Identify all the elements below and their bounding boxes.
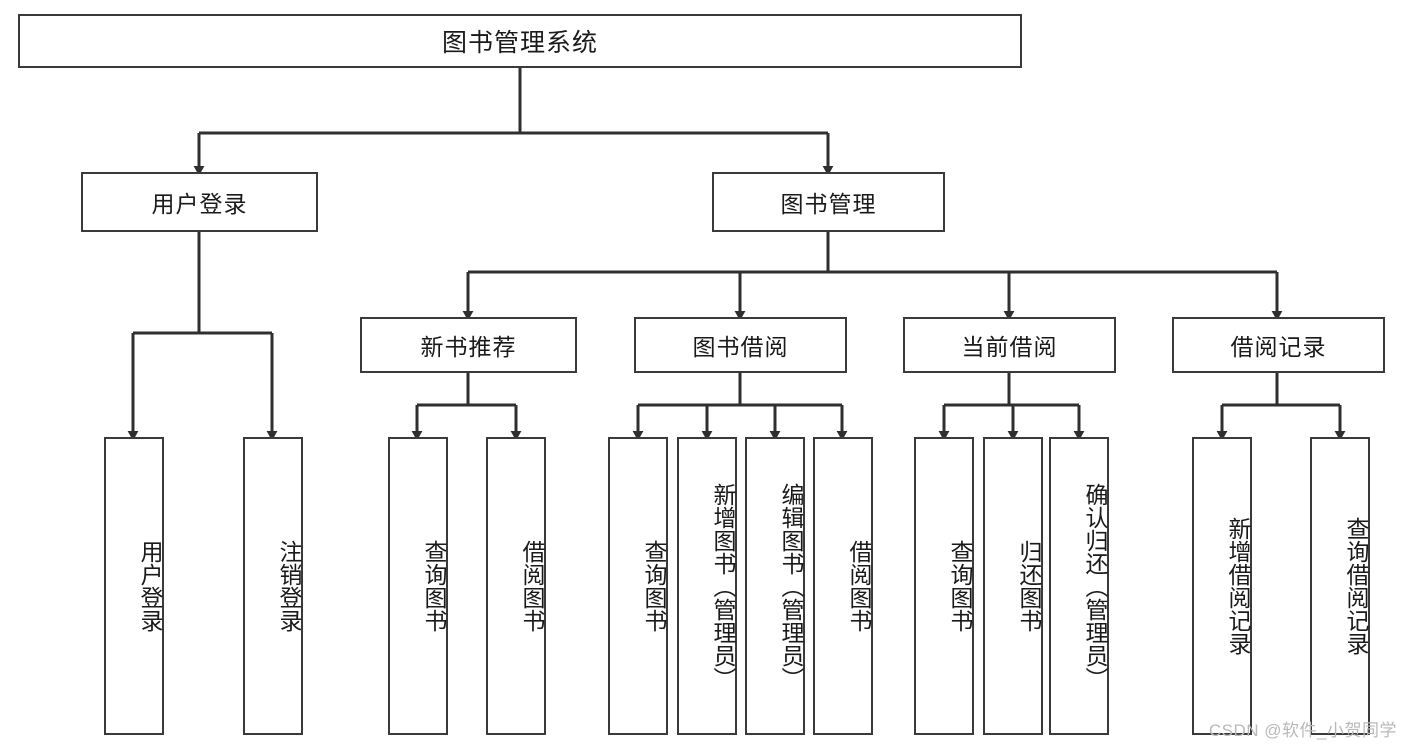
leaf-borrow-query-book[interactable]: 查询图书 [608,437,668,735]
leaf-new-book-borrow[interactable]: 借阅图书 [486,437,546,735]
node-new-book-recommend-label: 新书推荐 [420,334,517,360]
leaf-borrow-borrow-book-label: 借阅图书 [846,540,872,632]
node-book-management[interactable]: 图书管理 [712,172,945,232]
node-root-system-label: 图书管理系统 [441,29,598,57]
leaf-borrow-add-book-label: 新增图书（管理员） [710,482,736,690]
leaf-borrow-query-book-label: 查询图书 [641,540,667,632]
leaf-user-login-logout-label: 注销登录 [276,540,302,632]
node-current-borrow[interactable]: 当前借阅 [903,317,1116,373]
node-book-borrow[interactable]: 图书借阅 [634,317,847,373]
node-new-book-recommend[interactable]: 新书推荐 [360,317,577,373]
leaf-user-login-logout[interactable]: 注销登录 [243,437,303,735]
node-book-management-label: 图书管理 [780,191,877,217]
leaf-current-return-book[interactable]: 归还图书 [983,437,1043,735]
leaf-borrow-add-book[interactable]: 新增图书（管理员） [677,437,737,735]
leaf-records-query-record[interactable]: 查询借阅记录 [1310,437,1370,735]
leaf-current-query-book[interactable]: 查询图书 [914,437,974,735]
leaf-current-query-book-label: 查询图书 [947,540,973,632]
node-current-borrow-label: 当前借阅 [961,334,1058,360]
leaf-borrow-edit-book[interactable]: 编辑图书（管理员） [745,437,805,735]
node-book-borrow-label: 图书借阅 [692,334,789,360]
watermark: CSDN @软件_小贺同学 [1208,721,1397,740]
node-user-login-label: 用户登录 [151,191,248,217]
leaf-borrow-edit-book-label: 编辑图书（管理员） [778,482,804,690]
leaf-records-query-record-label: 查询借阅记录 [1343,517,1369,655]
node-root-system[interactable]: 图书管理系统 [18,14,1022,68]
leaf-new-book-borrow-label: 借阅图书 [519,540,545,632]
leaf-current-confirm-return-label: 确认归还（管理员） [1082,482,1108,690]
leaf-current-return-book-label: 归还图书 [1016,540,1042,632]
leaf-user-login-login[interactable]: 用户登录 [104,437,164,735]
leaf-user-login-login-label: 用户登录 [137,540,163,632]
leaf-new-book-query-label: 查询图书 [421,540,447,632]
node-borrow-records-label: 借阅记录 [1230,334,1327,360]
leaf-current-confirm-return[interactable]: 确认归还（管理员） [1049,437,1109,735]
leaf-records-add-record[interactable]: 新增借阅记录 [1192,437,1252,735]
node-borrow-records[interactable]: 借阅记录 [1172,317,1385,373]
node-user-login[interactable]: 用户登录 [81,172,318,232]
leaf-new-book-query[interactable]: 查询图书 [388,437,448,735]
leaf-records-add-record-label: 新增借阅记录 [1225,517,1251,655]
leaf-borrow-borrow-book[interactable]: 借阅图书 [813,437,873,735]
